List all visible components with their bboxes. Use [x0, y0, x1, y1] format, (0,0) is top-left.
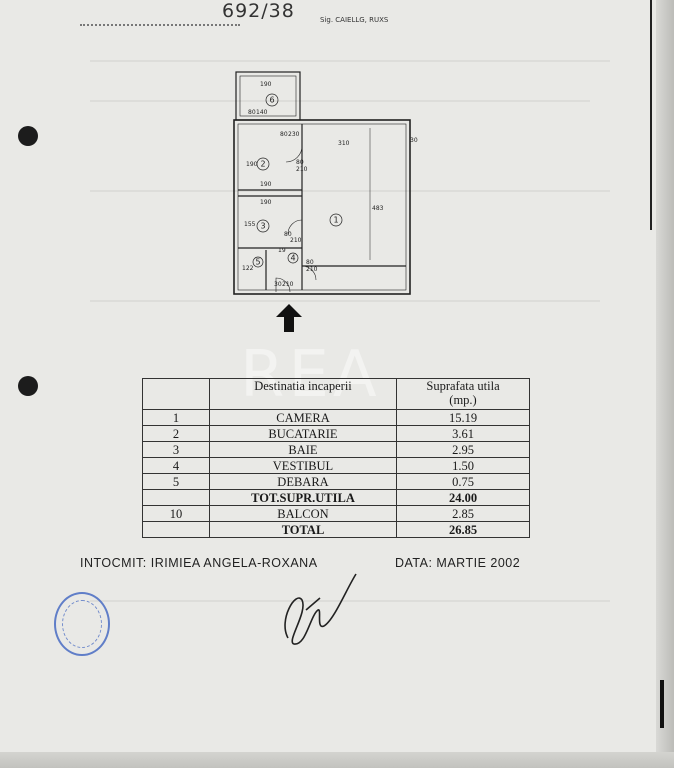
- page-bottom-edge: [0, 752, 674, 768]
- table-cell-name: BALCON: [209, 505, 397, 522]
- floor-plan: 190 80 140 80 230 310 30 80 210 190 190 …: [233, 71, 418, 295]
- plan-dim: 122: [242, 265, 254, 272]
- plan-dim: 210: [296, 166, 308, 173]
- table-cell-nr: [142, 521, 210, 538]
- bleed-line: [90, 190, 610, 192]
- column-header: Destinatia incaperii: [209, 378, 397, 410]
- room-number: 2: [260, 160, 265, 169]
- header-signature-note: Sig. CAIELLG, RUXS: [320, 16, 389, 24]
- plan-dim: 483: [372, 205, 384, 212]
- table-cell-nr: [142, 489, 210, 506]
- table-cell-area: 3.61: [396, 425, 530, 442]
- table-cell-area: 0.75: [396, 473, 530, 490]
- reference-number: 692/38: [222, 0, 295, 22]
- dotted-line: [80, 24, 240, 26]
- plan-dim: 230: [288, 131, 300, 138]
- plan-dim: 80: [280, 131, 288, 138]
- room-number: 1: [333, 216, 338, 225]
- table-cell-area: 2.85: [396, 505, 530, 522]
- table-header-row: Destinatia incaperii Suprafata utila (mp…: [142, 378, 530, 410]
- area-table: Destinatia incaperii Suprafata utila (mp…: [142, 378, 530, 538]
- plan-dim: 80: [248, 109, 256, 116]
- handwritten-signature: [284, 573, 357, 645]
- room-number: 6: [269, 96, 274, 105]
- table-cell-nr: 2: [142, 425, 210, 442]
- plan-dim: 19: [278, 247, 286, 254]
- table-cell-nr: 4: [142, 457, 210, 474]
- room-number: 5: [255, 258, 260, 267]
- plan-dim: 190: [260, 181, 272, 188]
- table-cell-name: CAMERA: [209, 409, 397, 426]
- plan-dim: 210: [306, 266, 318, 273]
- column-header: [142, 378, 210, 410]
- table-cell-area: 2.95: [396, 441, 530, 458]
- entrance-arrow-icon: [276, 304, 302, 332]
- table-cell-nr: 5: [142, 473, 210, 490]
- page-edge-mark: [660, 680, 664, 728]
- bleed-line: [90, 100, 590, 102]
- apartment-outline: [233, 119, 411, 295]
- punch-hole: [18, 126, 38, 146]
- date-line: DATA: MARTIE 2002: [395, 556, 521, 570]
- plan-dim: 155: [244, 221, 256, 228]
- plan-dim: 310: [338, 140, 350, 147]
- bleed-line: [90, 600, 610, 602]
- table-cell-nr: 3: [142, 441, 210, 458]
- plan-dim: 210: [282, 281, 294, 288]
- author-line: INTOCMIT: IRIMIEA ANGELA-ROXANA: [80, 556, 318, 570]
- table-cell-name: TOT.SUPR.UTILA: [209, 489, 397, 506]
- plan-dim: 190: [246, 161, 258, 168]
- punch-hole: [18, 376, 38, 396]
- plan-dim: 190: [260, 81, 272, 88]
- plan-dim: 30: [410, 137, 418, 144]
- column-header: Suprafata utila (mp.): [396, 378, 530, 410]
- plan-dim: 190: [260, 199, 272, 206]
- page-shadow: [656, 0, 674, 768]
- table-cell-nr: 1: [142, 409, 210, 426]
- table-cell-area: 26.85: [396, 521, 530, 538]
- table-cell-area: 24.00: [396, 489, 530, 506]
- room-number: 4: [290, 254, 295, 263]
- plan-dim: 80: [306, 259, 314, 266]
- plan-dim: 80: [296, 159, 304, 166]
- table-cell-area: 1.50: [396, 457, 530, 474]
- plan-dim: 30: [274, 281, 282, 288]
- table-cell-name: DEBARA: [209, 473, 397, 490]
- table-cell-name: TOTAL: [209, 521, 397, 538]
- bleed-line: [90, 300, 600, 302]
- bleed-line: [90, 60, 610, 62]
- table-cell-name: BUCATARIE: [209, 425, 397, 442]
- table-cell-area: 15.19: [396, 409, 530, 426]
- plan-dim: 80: [284, 231, 292, 238]
- room-number: 3: [260, 222, 265, 231]
- table-cell-name: VESTIBUL: [209, 457, 397, 474]
- table-cell-nr: 10: [142, 505, 210, 522]
- table-cell-name: BAIE: [209, 441, 397, 458]
- seal-stamp: [54, 592, 110, 656]
- plan-dim: 210: [290, 237, 302, 244]
- page-edge-line: [650, 0, 652, 230]
- plan-dim: 140: [256, 109, 268, 116]
